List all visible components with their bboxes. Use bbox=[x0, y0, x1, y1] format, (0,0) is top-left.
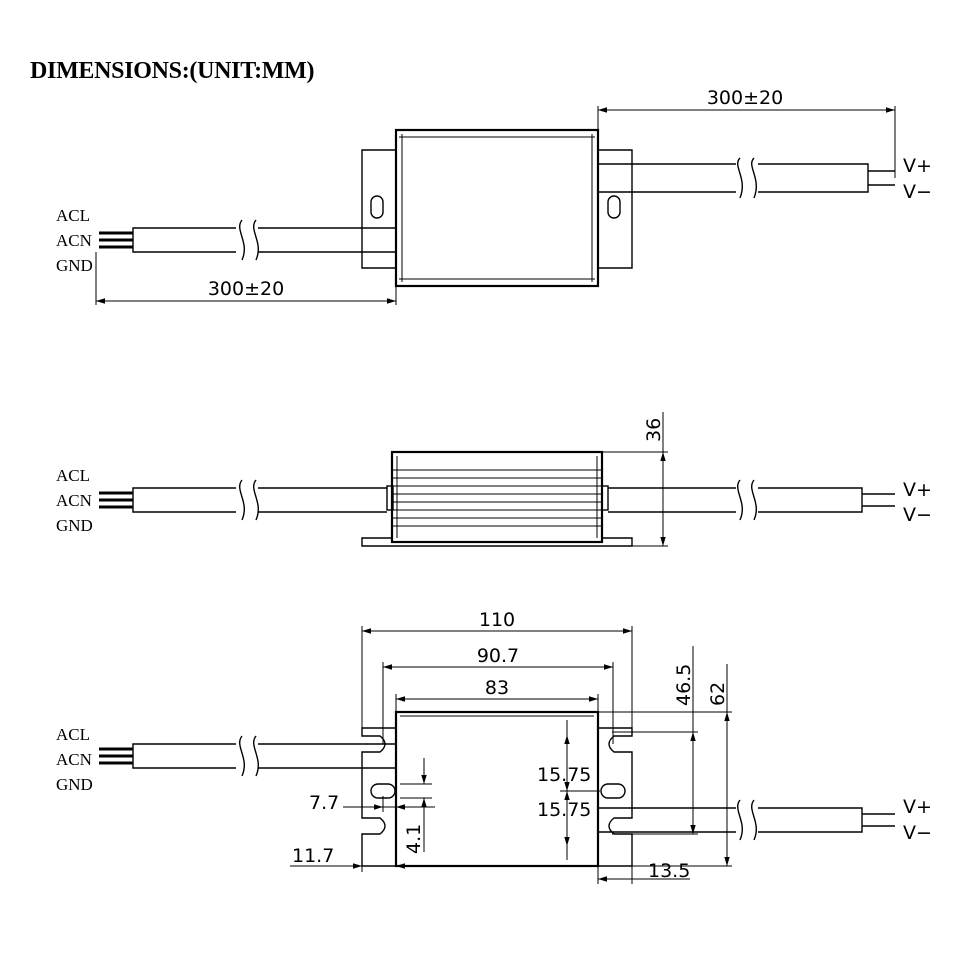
left-flange bbox=[361, 149, 397, 269]
bottom-input-cable bbox=[132, 743, 396, 769]
overall-length-value: 110 bbox=[479, 609, 515, 631]
side-input-label-acn: ACN bbox=[56, 491, 92, 510]
side-output-label-vminus: V− bbox=[903, 504, 932, 526]
flange-depth-value: 13.5 bbox=[648, 860, 690, 882]
right-flange bbox=[597, 149, 633, 269]
output-cable bbox=[598, 163, 869, 193]
side-view: ACL ACN GND V+ V− 36 bbox=[56, 412, 932, 547]
input-label-acl: ACL bbox=[56, 206, 90, 225]
top-body bbox=[394, 128, 600, 288]
input-label-gnd: GND bbox=[56, 256, 93, 275]
bottom-input-label-acn: ACN bbox=[56, 750, 92, 769]
bottom-output-label-vminus: V− bbox=[903, 822, 932, 844]
output-label-vplus: V+ bbox=[903, 155, 932, 177]
bottom-input-label-gnd: GND bbox=[56, 775, 93, 794]
bottom-right-flange bbox=[597, 727, 633, 867]
side-base-flange bbox=[361, 537, 633, 547]
output-cable-length: 300±20 bbox=[707, 87, 783, 109]
side-input-label-gnd: GND bbox=[56, 516, 93, 535]
page-title: DIMENSIONS:(UNIT:MM) bbox=[30, 58, 315, 84]
side-output-label-vplus: V+ bbox=[903, 479, 932, 501]
bottom-output-label-vplus: V+ bbox=[903, 796, 932, 818]
bottom-left-flange bbox=[361, 727, 397, 867]
bottom-right-slot bbox=[600, 783, 626, 799]
cable-offset-value-2: 15.75 bbox=[537, 799, 591, 821]
output-label-vminus: V− bbox=[903, 181, 932, 203]
hole-span-width-value: 46.5 bbox=[673, 664, 695, 706]
side-body bbox=[390, 450, 604, 544]
cable-offset-value-1: 15.75 bbox=[537, 764, 591, 786]
bottom-left-slot bbox=[370, 783, 396, 799]
side-input-cable bbox=[132, 487, 387, 513]
flange-offset-value: 11.7 bbox=[292, 845, 334, 867]
right-mounting-slot bbox=[607, 195, 621, 219]
slot-width-value: 4.1 bbox=[403, 824, 425, 854]
side-output-cable bbox=[608, 487, 863, 513]
input-label-acn: ACN bbox=[56, 231, 92, 250]
bottom-body bbox=[394, 710, 600, 868]
input-cable-length: 300±20 bbox=[208, 278, 284, 300]
hole-spacing-value: 90.7 bbox=[477, 645, 519, 667]
left-mounting-slot bbox=[370, 195, 384, 219]
side-height-value: 36 bbox=[643, 418, 665, 442]
overall-width-value: 62 bbox=[707, 682, 729, 706]
body-length-value: 83 bbox=[485, 677, 509, 699]
slot-offset-value: 7.7 bbox=[309, 792, 339, 814]
input-cable bbox=[132, 227, 396, 253]
bottom-output-cable bbox=[598, 807, 863, 833]
bottom-view: ACL ACN GND V+ V− 110 90.7 83 46.5 bbox=[56, 609, 932, 884]
side-input-label-acl: ACL bbox=[56, 466, 90, 485]
bottom-input-label-acl: ACL bbox=[56, 725, 90, 744]
top-view: V+ V− 300±20 ACL ACN GND 300±20 bbox=[56, 87, 932, 305]
